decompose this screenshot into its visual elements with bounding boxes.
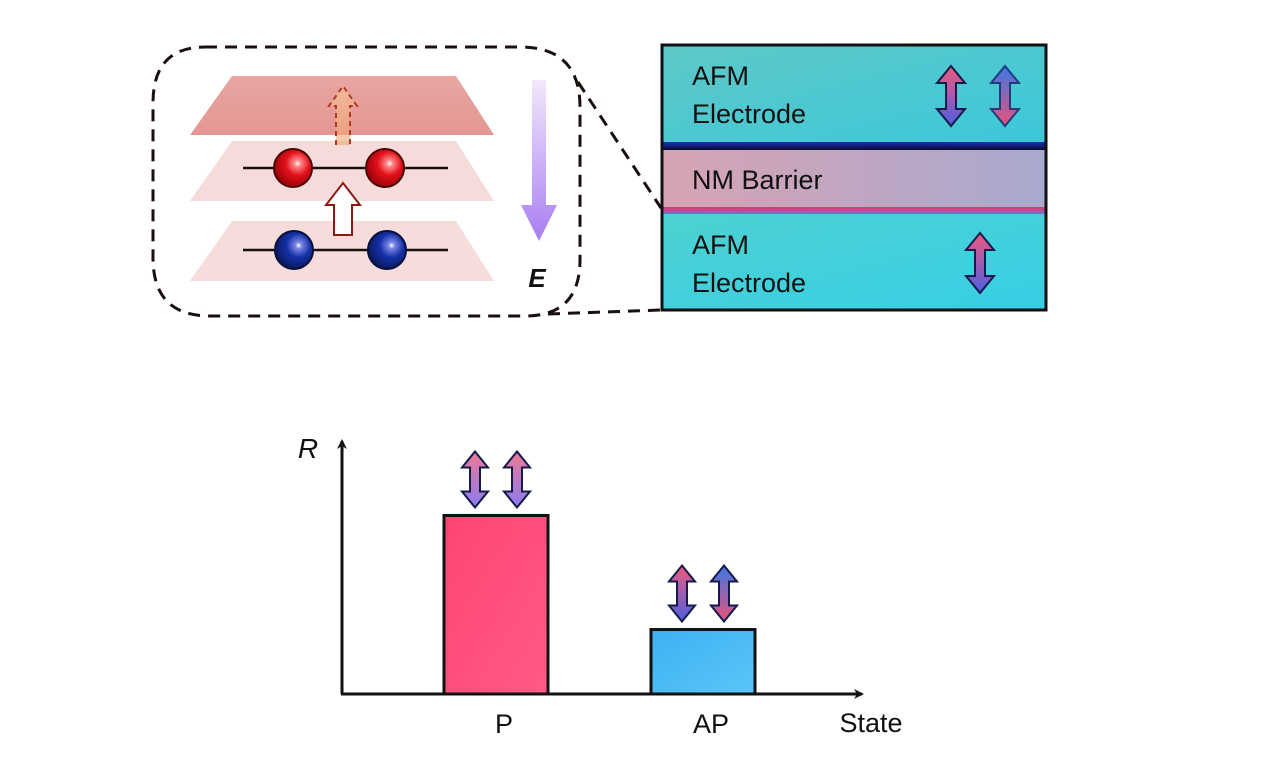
inset-callout: E <box>151 45 663 318</box>
ap-spin-arrow-2-icon <box>708 563 740 624</box>
red-atom-left <box>273 148 313 188</box>
field-arrow <box>521 80 557 241</box>
ap-spin-arrows <box>666 563 740 624</box>
bottom-electrode-label-line2: Electrode <box>692 268 806 298</box>
top-interface <box>662 142 1046 150</box>
bar-ap <box>649 628 757 696</box>
bottom-spin-arrow-icon <box>963 231 997 295</box>
tick-label-p: P <box>495 709 513 739</box>
device-stack: AFM Electrode NM Barrier AFM Electrode <box>660 43 1048 312</box>
p-spin-arrows <box>459 449 533 510</box>
tick-label-ap: AP <box>693 709 729 739</box>
stack-outline <box>660 43 1048 312</box>
y-axis-label: R <box>298 433 318 464</box>
top-electrode-label-line1: AFM <box>692 61 749 91</box>
top-spin-arrow-1-icon <box>934 64 968 128</box>
top-electrode-label-line2: Electrode <box>692 99 806 129</box>
ap-spin-arrow-1-icon <box>666 563 698 624</box>
field-label: E <box>528 263 546 293</box>
blue-atom-right <box>367 230 407 270</box>
barrier-label: NM Barrier <box>692 165 823 195</box>
resistance-chart: R State P AP <box>298 433 903 739</box>
red-atom-right <box>365 148 405 188</box>
barrier-layer <box>662 150 1046 207</box>
bottom-interface <box>662 207 1046 214</box>
bar-p <box>442 513 550 696</box>
blue-atom-left <box>274 230 314 270</box>
p-spin-arrow-2-icon <box>501 449 533 510</box>
x-axis-label: State <box>839 708 902 738</box>
middle-plane <box>190 141 494 201</box>
top-spin-arrow-2-icon <box>988 64 1022 128</box>
callout-connector-bottom <box>547 308 662 316</box>
bottom-electrode-label-line1: AFM <box>692 230 749 260</box>
callout-connector-top <box>576 81 663 209</box>
transition-arrow <box>323 181 363 236</box>
top-electrode <box>662 45 1046 144</box>
dashed-excitation-arrow <box>327 84 359 145</box>
p-spin-arrow-1-icon <box>459 449 491 510</box>
